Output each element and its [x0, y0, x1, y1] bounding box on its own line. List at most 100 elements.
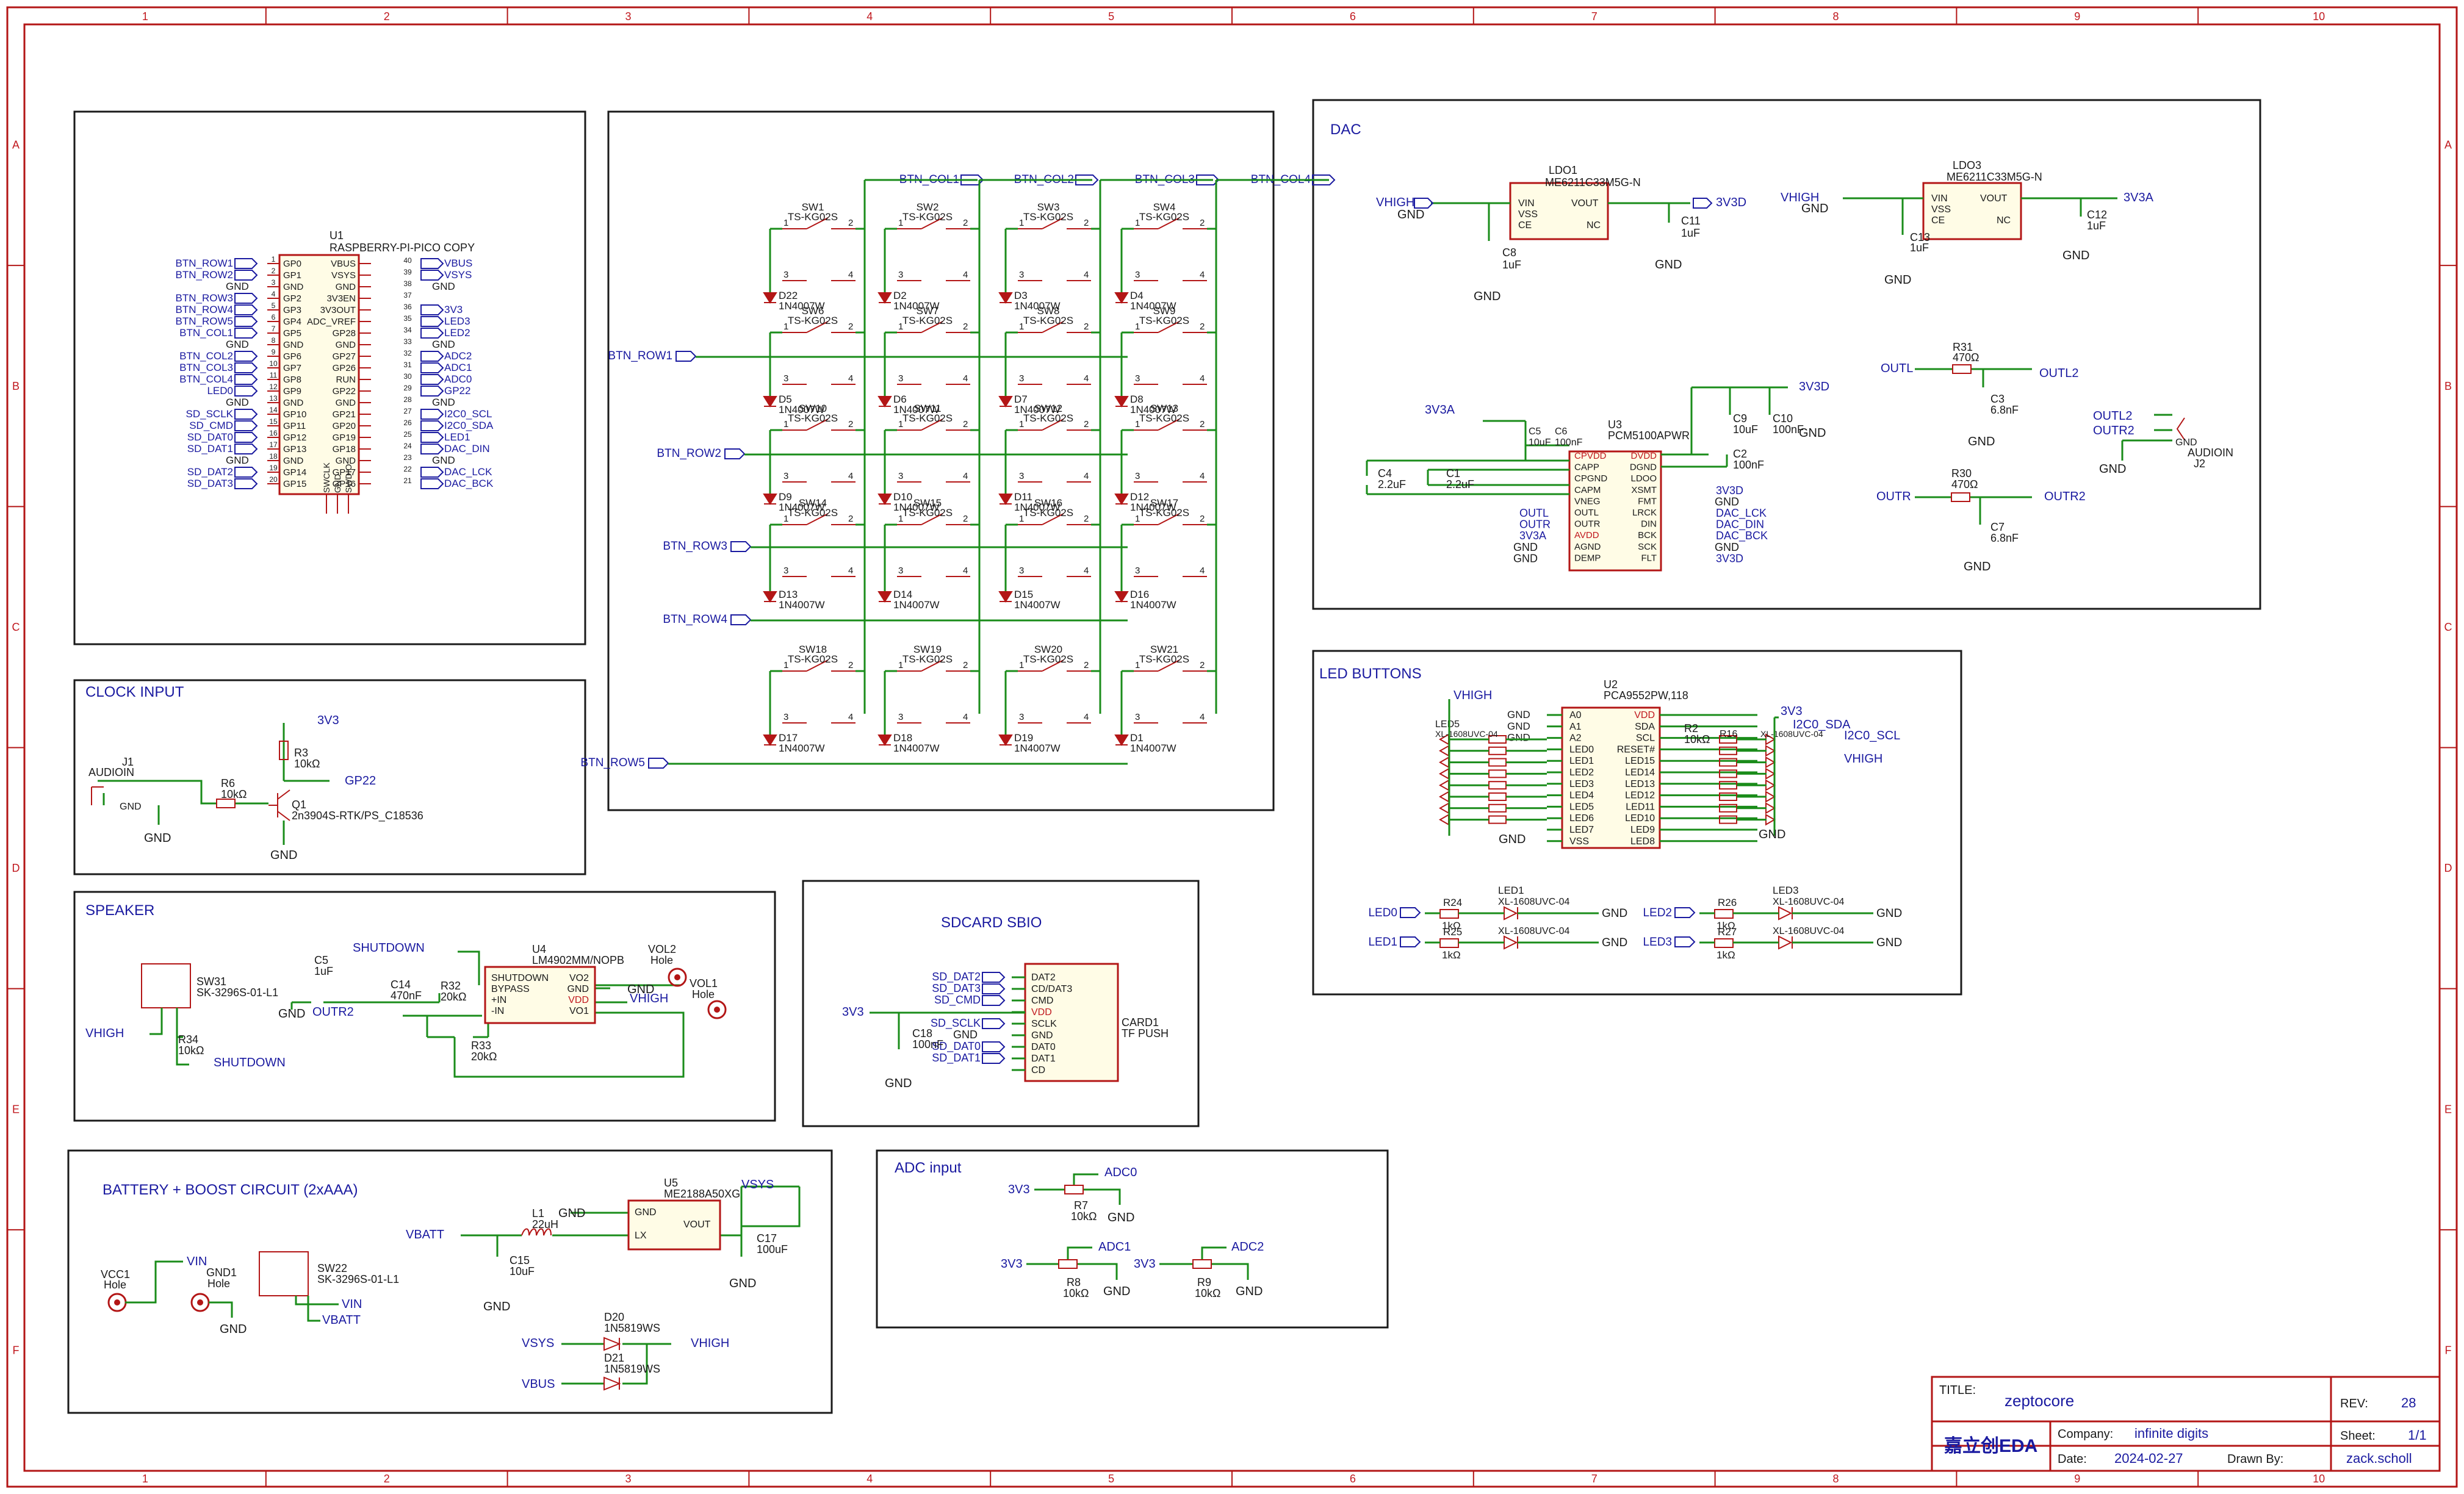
pin-number: 1 — [784, 419, 788, 429]
svg-text:C6: C6 — [1555, 426, 1568, 437]
svg-text:VIN: VIN — [187, 1255, 207, 1268]
sd-pin: CMD — [1031, 996, 1053, 1006]
diode-ref: D14 — [893, 589, 912, 600]
svg-text:GP22: GP22 — [345, 774, 376, 788]
svg-text:D20: D20 — [604, 1311, 624, 1323]
pin-number: 4 — [1200, 373, 1205, 384]
diode-ref: D2 — [893, 290, 907, 301]
pin-number: 4 — [848, 471, 853, 481]
svg-text:GND: GND — [483, 1300, 510, 1313]
pico-right-net: I2C0_SDA — [444, 420, 494, 431]
svg-text:OUTR2: OUTR2 — [2093, 424, 2134, 437]
switch-ref: SW14 — [799, 497, 827, 509]
pico-left-pin: GND — [283, 398, 304, 408]
pico-pin-number: 4 — [272, 290, 276, 298]
pin-number: 4 — [1084, 471, 1089, 481]
diode-part: 1N4007W — [893, 599, 940, 611]
svg-text:VOL2: VOL2 — [648, 943, 676, 955]
u2-left-pin: VSS — [1569, 836, 1589, 847]
pico-right-net: ADC2 — [444, 350, 472, 362]
svg-text:3V3: 3V3 — [1001, 1257, 1023, 1271]
svg-text:VIN: VIN — [342, 1298, 362, 1311]
pico-pin-number: 6 — [272, 313, 276, 321]
svg-text:GND: GND — [1103, 1285, 1130, 1298]
u2-left-pin: LED5 — [1569, 802, 1594, 812]
rev-value: 28 — [2401, 1395, 2416, 1410]
pin-number: 4 — [963, 471, 968, 481]
pin-number: 4 — [963, 270, 968, 280]
pico-gnd: GND — [226, 281, 249, 292]
svg-text:1uF: 1uF — [314, 965, 333, 977]
diode-part: 1N4007W — [1014, 300, 1061, 312]
pin-number: 3 — [1135, 471, 1140, 481]
sd-pin: VDD — [1031, 1007, 1052, 1018]
svg-text:C2: C2 — [1733, 448, 1747, 460]
pico-left-net: SD_DAT2 — [187, 466, 233, 478]
pin-number: 3 — [1019, 270, 1024, 280]
sd-pin: GND — [1031, 1030, 1053, 1041]
frame-col-label: 6 — [1350, 1473, 1356, 1485]
pico-right-net: DAC_DIN — [444, 443, 490, 454]
pin-number: 1 — [898, 514, 903, 524]
pico-left-pin: GP9 — [283, 386, 301, 397]
company-value: infinite digits — [2134, 1426, 2208, 1441]
pin-number: 1 — [898, 218, 903, 228]
led-part: XL-1608UVC-04 — [1773, 897, 1845, 907]
svg-text:2.2uF: 2.2uF — [1446, 478, 1474, 490]
pin-number: 1 — [1135, 514, 1140, 524]
pin-number: 3 — [898, 712, 903, 722]
resistor-val: 1kΩ — [1717, 949, 1735, 961]
pin-number: 1 — [1019, 660, 1024, 670]
switch-part: TS-KG02S — [902, 507, 953, 519]
c12-val: 1uF — [2087, 220, 2106, 232]
block-title-led: LED BUTTONS — [1319, 666, 1422, 682]
pin-number: 3 — [784, 712, 788, 722]
svg-text:100nF: 100nF — [1773, 423, 1804, 436]
diode-part: 1N4007W — [1014, 599, 1061, 611]
pin-number: 3 — [1135, 373, 1140, 384]
pico-right-pin: ADC_VREF — [307, 317, 356, 327]
u2-right-pin: LED13 — [1625, 779, 1655, 789]
pico-pin-number: 24 — [403, 442, 412, 450]
svg-text:10kΩ: 10kΩ — [1071, 1210, 1097, 1223]
svg-text:GND: GND — [1801, 202, 1828, 215]
svg-text:GND: GND — [1964, 560, 1990, 573]
frame-col-label: 8 — [1832, 1473, 1839, 1485]
pin-number: 1 — [784, 660, 788, 670]
u3-right-net: 3V3D — [1716, 484, 1743, 497]
diode-ref: D5 — [779, 393, 792, 405]
resistor-val: 1kΩ — [1442, 920, 1461, 932]
u3-left-pin: AGND — [1574, 542, 1601, 552]
diode-ref: D17 — [779, 732, 798, 744]
date-label: Date: — [2058, 1453, 2087, 1466]
pin-number: 1 — [784, 218, 788, 228]
sd-pin: CD/DAT3 — [1031, 984, 1072, 994]
rev-label: REV: — [2340, 1397, 2368, 1410]
svg-text:GND: GND — [1759, 828, 1785, 841]
u3-left-pin: OUTL — [1574, 508, 1599, 518]
pico-left-net: BTN_COL2 — [179, 350, 233, 362]
diode-ref: D15 — [1014, 589, 1033, 600]
pin-number: 2 — [1084, 514, 1089, 524]
switch-ref: SW15 — [913, 497, 942, 509]
u2-gnd: GND — [1507, 720, 1530, 732]
svg-text:3V3A: 3V3A — [1425, 403, 1455, 417]
frame-col-label: 9 — [2074, 10, 2080, 23]
pin-number: 3 — [1135, 712, 1140, 722]
u2-right-pin: LED15 — [1625, 756, 1655, 766]
pico-left-net: BTN_COL1 — [179, 327, 233, 339]
svg-text:VHIGH: VHIGH — [85, 1027, 124, 1040]
pin-number: 4 — [963, 373, 968, 384]
pico-right-pin: VSYS — [331, 270, 356, 281]
led-section: U2 PCA9552PW,118 A0GNDA1GNDA2GNDLED0LED1… — [1368, 678, 1902, 961]
svg-text:U5: U5 — [664, 1177, 678, 1189]
pin-number: 4 — [1084, 270, 1089, 280]
switch-ref: SW11 — [913, 403, 941, 414]
svg-text:Hole: Hole — [104, 1279, 126, 1291]
switch-part: TS-KG02S — [1139, 412, 1189, 424]
svg-text:3V3: 3V3 — [1008, 1183, 1030, 1196]
pico-right-pin: GND — [336, 282, 356, 292]
diode-part: 1N4007W — [779, 404, 825, 415]
diode-part: 1N4007W — [1130, 742, 1176, 754]
pin-number: 4 — [848, 270, 853, 280]
